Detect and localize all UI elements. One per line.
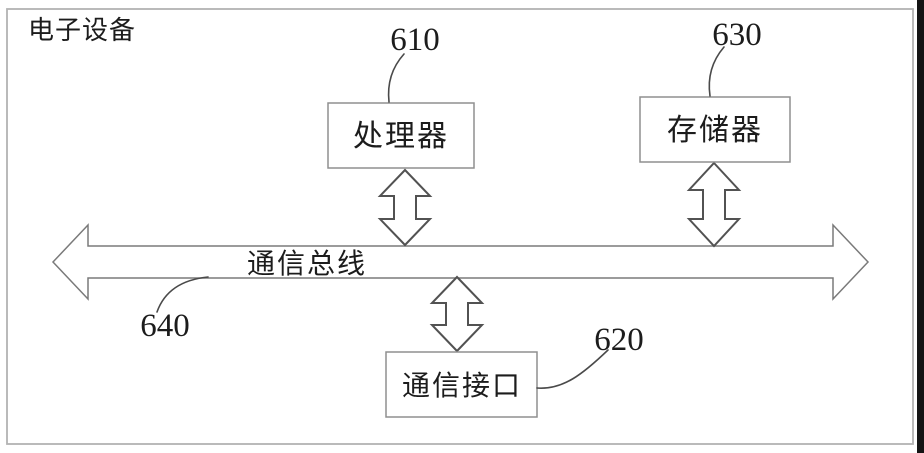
bus-double-arrow-icon (51, 223, 870, 301)
bus-label: 通信总线 (247, 248, 367, 280)
comm-interface-label: 通信接口 (402, 370, 522, 402)
memory-ref-number: 630 (712, 17, 762, 53)
leader-line-610 (387, 53, 405, 103)
comm-interface-box (385, 351, 538, 418)
processor-bus-arrow-icon (377, 168, 433, 247)
memory-bus-arrow-icon (686, 161, 742, 248)
leader-line-640 (156, 276, 209, 313)
memory-box (639, 96, 791, 163)
processor-ref-number: 610 (390, 22, 440, 58)
right-edge-strip (917, 0, 924, 453)
device-boundary-frame (6, 8, 914, 445)
leader-line-620 (536, 349, 609, 389)
comm-interface-bus-arrow-icon (429, 275, 485, 353)
memory-label: 存储器 (667, 114, 763, 147)
processor-label: 处理器 (353, 120, 449, 153)
device-label: 电子设备 (28, 16, 136, 45)
comm-interface-ref-number: 620 (594, 322, 644, 358)
leader-line-630 (708, 46, 725, 97)
processor-box (327, 102, 475, 169)
bus-ref-number: 640 (140, 308, 190, 344)
